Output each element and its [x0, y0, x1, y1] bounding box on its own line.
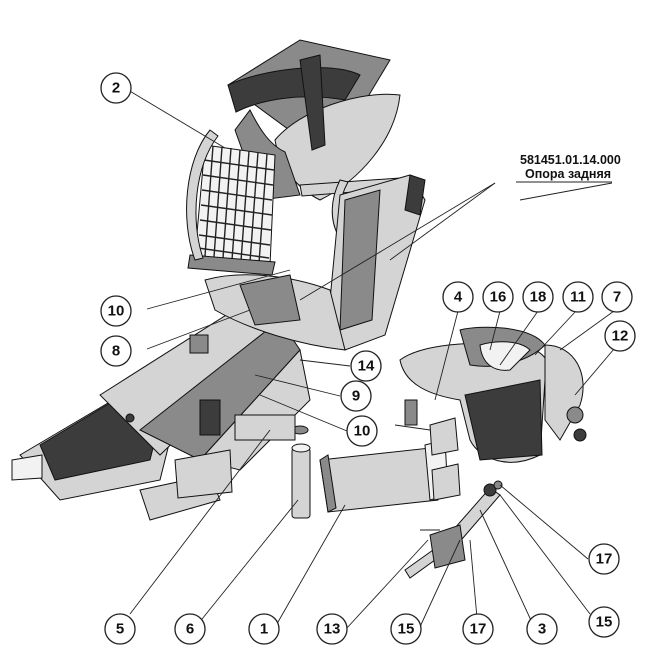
callout-16: 16 — [482, 281, 514, 313]
svg-text:4: 4 — [454, 289, 463, 306]
svg-text:12: 12 — [612, 328, 629, 345]
svg-text:17: 17 — [470, 621, 487, 638]
mesh-guard-panel — [187, 144, 276, 276]
svg-text:5: 5 — [116, 621, 124, 638]
callout-13: 13 — [316, 613, 348, 645]
lower-seat-funnel — [399, 326, 587, 463]
callout-1: 1 — [248, 613, 280, 645]
svg-text:16: 16 — [490, 289, 507, 306]
callout-9: 9 — [340, 380, 372, 412]
svg-text:11: 11 — [570, 289, 586, 306]
mounting-plate — [319, 439, 449, 513]
svg-text:7: 7 — [613, 289, 621, 306]
callout-8: 8 — [100, 335, 132, 367]
callout-3: 3 — [526, 613, 558, 645]
assembly-code: 581451.01.14.000 — [520, 153, 621, 167]
svg-text:15: 15 — [596, 614, 613, 631]
callout-14: 14 — [350, 350, 382, 382]
callout-15-right: 15 — [588, 606, 620, 638]
callout-12: 12 — [604, 320, 636, 352]
svg-text:14: 14 — [358, 358, 375, 375]
callout-18: 18 — [522, 281, 554, 313]
main-beam — [11, 299, 311, 521]
svg-text:13: 13 — [324, 621, 341, 638]
lever-shaft-assembly — [404, 480, 503, 579]
callout-5: 5 — [104, 613, 136, 645]
svg-text:10: 10 — [108, 303, 125, 320]
callout-10-upper: 10 — [100, 295, 132, 327]
leader-lines — [127, 89, 615, 630]
callout-4: 4 — [442, 281, 474, 313]
svg-text:9: 9 — [352, 388, 360, 405]
callout-7: 7 — [601, 281, 633, 313]
pin — [291, 425, 311, 519]
svg-text:1: 1 — [260, 621, 268, 638]
svg-text:6: 6 — [186, 621, 194, 638]
callout-17-right: 17 — [588, 543, 620, 575]
callout-15-left: 15 — [390, 613, 422, 645]
upper-funnel-bracket — [227, 39, 401, 201]
callout-11: 11 — [562, 281, 594, 313]
svg-text:8: 8 — [112, 343, 120, 360]
callout-17-bottom: 17 — [462, 613, 494, 645]
svg-text:2: 2 — [112, 80, 120, 97]
callout-2: 2 — [100, 72, 132, 104]
svg-text:17: 17 — [596, 551, 613, 568]
hinge-brackets — [394, 399, 461, 501]
svg-text:3: 3 — [538, 621, 546, 638]
svg-text:18: 18 — [530, 289, 547, 306]
callout-10-lower: 10 — [346, 415, 378, 447]
svg-text:15: 15 — [398, 621, 415, 638]
assembly-name: Опора задняя — [525, 167, 611, 181]
svg-text:10: 10 — [354, 423, 371, 440]
callout-6: 6 — [174, 613, 206, 645]
